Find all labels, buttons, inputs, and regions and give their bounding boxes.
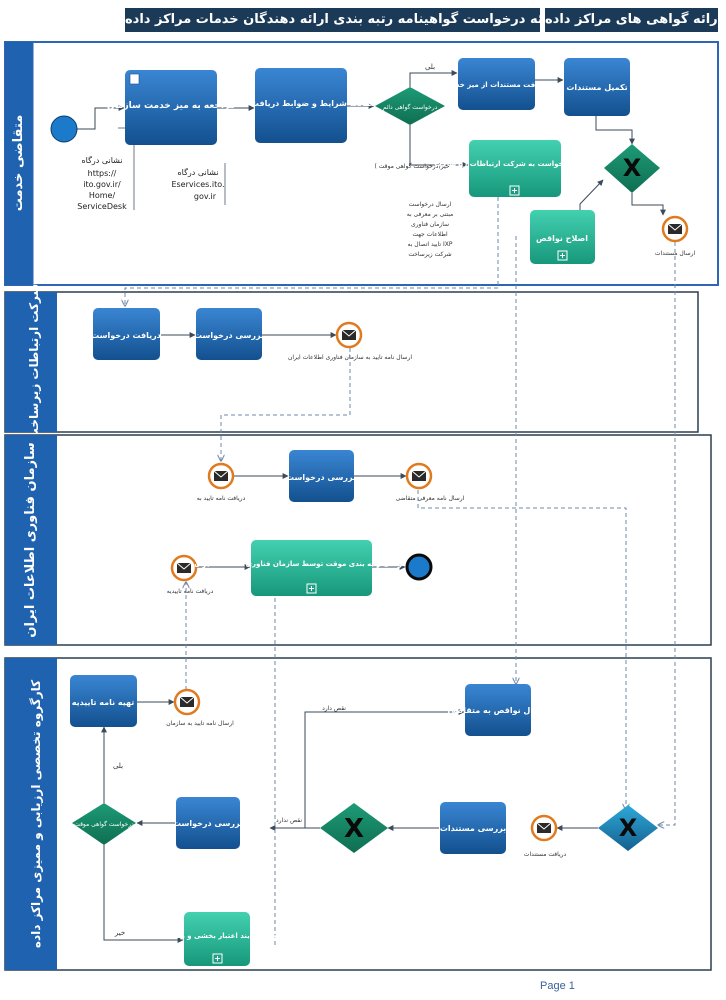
task-isp-review[interactable]: بررسی درخواست [194, 308, 264, 360]
label-cmt-receive-docs: دریافت مستندات [524, 851, 567, 858]
sequence-flows [77, 70, 666, 943]
task-receive-docs[interactable]: دریافت مستندات از میز خدمت [444, 58, 548, 110]
label-isp-receive: دریافت درخواست [91, 331, 161, 340]
task-review-docs[interactable]: بررسی مستندات [440, 802, 506, 854]
envelope-icon [170, 554, 198, 582]
isp-note-line1: ارسال درخواست [409, 201, 452, 208]
label-gw-no: خیر(درخواست گواهی موقت ) [374, 162, 449, 170]
note1-line3: ito.gov.ir/ [83, 180, 121, 189]
label-no-defects: نقص ندارد [276, 817, 302, 824]
task-rating-process[interactable]: انجام فرایند اعتبار بخشی و رتبه بندی [153, 912, 282, 966]
start-event [50, 115, 78, 143]
envelope-icon [661, 215, 689, 243]
label-ito-receive-letter: دریافت نامه تایید به [197, 495, 246, 502]
task-ito-review[interactable]: بررسی درخواست [286, 450, 356, 502]
label-prepare-letter: تهیه نامه تاییدیه [72, 698, 135, 707]
title-right: ارائه درخواست گواهینامه رتبه بندی ارائه … [125, 8, 540, 32]
label-isp-send-letter: ارسال نامه تایید به سازمان فناوری اطلاعا… [288, 354, 412, 361]
task-cmt-review-req[interactable]: بررسی درخواست [173, 797, 243, 849]
svg-text:X: X [619, 814, 638, 842]
x-gateway-icon: X [320, 803, 388, 853]
envelope-icon [173, 688, 201, 716]
isp-note: ارسال درخواست مبتنی بر معرفی به سازمان ف… [407, 201, 454, 258]
isp-note-line2: مبتنی بر معرفی به [407, 211, 454, 218]
svg-text:X: X [344, 814, 364, 844]
lane-committee: کارگروه تخصصی ارزیابی و ممیزی مراکز داده [4, 657, 712, 971]
label-cmt-send-letter: ارسال نامه تایید به سازمان [166, 720, 234, 727]
lane-label-applicant: متقاضی خدمت [11, 115, 26, 212]
label-cmt-yes: بلی [113, 762, 123, 770]
page-number: Page 1 [540, 980, 575, 992]
label-send-isp: ارسال درخواست به شرکت ارتباطات زیرساخت [434, 160, 595, 168]
label-send-docs: ارسال مستندات [655, 250, 696, 257]
svg-text:X: X [623, 154, 642, 182]
task-isp-receive[interactable]: دریافت درخواست [91, 308, 161, 360]
label-read-terms: مطالعه شرایط و ضوابط دریافت خدمت [224, 99, 378, 108]
lane-ito: سازمان فناوری اطلاعات ایران [4, 434, 712, 646]
lane-label-ito: سازمان فناوری اطلاعات ایران [23, 442, 38, 637]
task-visit-desk[interactable]: مراجعه به میز خدمت سازمان [107, 70, 235, 145]
lane-applicant: متقاضی خدمت [4, 41, 719, 286]
label-visit-desk: مراجعه به میز خدمت سازمان [107, 101, 235, 111]
title-left: ارائه گواهی های مراکز داده [545, 8, 718, 32]
task-fix-defects[interactable]: اصلاح نواقص [530, 210, 595, 264]
task-read-terms[interactable]: مطالعه شرایط و ضوابط دریافت خدمت [224, 68, 378, 143]
isp-note-line3: سازمان فناوری [411, 221, 449, 228]
envelope-icon [530, 814, 558, 842]
note1-line4: Home/ [89, 191, 116, 200]
isp-note-line5: تایید اتصال به IXP [408, 241, 453, 248]
note1-line1: نشانی درگاه [81, 155, 122, 165]
label-cmt-no: خیر [114, 929, 125, 937]
x-gateway-icon: X [604, 144, 660, 193]
envelope-icon [405, 462, 433, 490]
note2-line3: gov.ir [194, 192, 217, 201]
portal-note-2: نشانی درگاه Eservices.ito. gov.ir [171, 167, 224, 201]
plus-subprocess-icon [212, 953, 223, 964]
label-fix-defects: اصلاح نواقص [536, 234, 588, 244]
note1-line2: https:// [88, 169, 117, 178]
label-rating-process: انجام فرایند اعتبار بخشی و رتبه بندی [153, 932, 282, 940]
note2-line1: نشانی درگاه [177, 167, 218, 177]
document-icon [129, 73, 140, 85]
plus-subprocess-icon [306, 583, 317, 594]
task-ito-issue-cert[interactable]: صدور گواهی رتبه بندی موقت توسط سازمان فن… [194, 540, 428, 596]
label-gw-permanent: درخواست گواهی دائم [383, 103, 438, 111]
label-ito-review: بررسی درخواست [286, 473, 356, 482]
label-cmt-review-req: بررسی درخواست [173, 819, 243, 828]
label-receive-docs: دریافت مستندات از میز خدمت [444, 81, 548, 89]
label-cmt-gw: درخواست گواهی موقت [74, 820, 134, 828]
message-flows [125, 197, 676, 945]
label-ito-receive-letter2: دریافت نامه تاییدیه [167, 588, 214, 595]
lane-label-isp: شرکت ارتباطات زیرساخت [27, 284, 41, 441]
task-send-defects[interactable]: ارسال نواقص به متقاضی [447, 684, 549, 736]
label-gw-yes: بلی [425, 63, 435, 71]
task-prepare-letter[interactable]: تهیه نامه تاییدیه [70, 675, 137, 727]
label-review-docs: بررسی مستندات [440, 824, 506, 833]
label-isp-review: بررسی درخواست [194, 331, 264, 340]
note1-line5: ServiceDesk [77, 202, 127, 211]
label-has-defects: نقص دارد [322, 705, 346, 712]
task-send-isp[interactable]: ارسال درخواست به شرکت ارتباطات زیرساخت [434, 140, 596, 197]
label-send-defects: ارسال نواقص به متقاضی [447, 706, 548, 716]
label-ito-send-intro: ارسال نامه معرفی متقاضی [396, 495, 465, 502]
lane-label-committee: کارگروه تخصصی ارزیابی و ممیزی مراکز داده [29, 680, 44, 948]
x-gateway-icon: X [598, 805, 658, 851]
envelope-icon [335, 321, 363, 349]
lane-isp: شرکت ارتباطات زیرساخت [4, 284, 699, 441]
portal-note-1: نشانی درگاه https:// ito.gov.ir/ Home/ S… [77, 155, 127, 211]
end-event [405, 553, 433, 581]
task-complete-docs[interactable]: تکمیل مستندات [564, 58, 630, 116]
gateway-temporary-question: درخواست گواهی موقت [72, 803, 136, 845]
label-ito-issue-cert: صدور گواهی رتبه بندی موقت توسط سازمان فن… [194, 559, 428, 568]
plus-subprocess-icon [509, 185, 520, 196]
plus-subprocess-icon [557, 250, 568, 261]
isp-note-line4: اطلاعات جهت [412, 231, 448, 238]
isp-note-line6: شرکت زیرساخت [408, 251, 451, 258]
label-complete-docs: تکمیل مستندات [566, 83, 627, 92]
envelope-icon [207, 462, 235, 490]
note2-line2: Eservices.ito. [171, 180, 224, 189]
gateway-permanent-question: درخواست گواهی دائم [375, 87, 445, 125]
